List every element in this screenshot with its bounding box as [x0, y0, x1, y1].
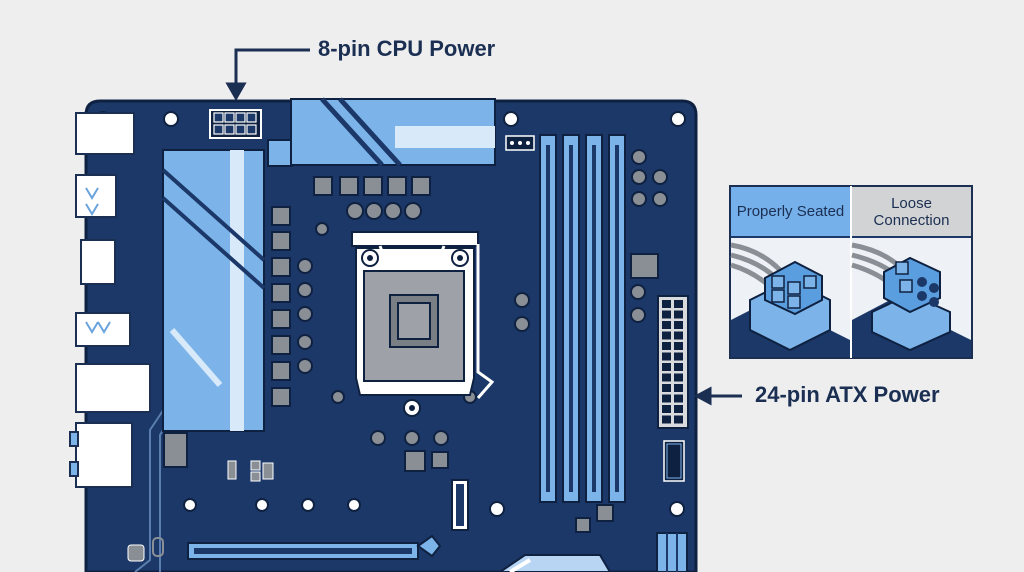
atx-pin [662, 373, 671, 382]
atx-pin [674, 331, 683, 340]
atx-pin [662, 363, 671, 371]
atx-pin [674, 384, 683, 392]
cpu-power-callout-arrow [225, 48, 310, 102]
atx-power-callout-arrow [693, 386, 742, 406]
chipset-heatsink [498, 554, 612, 572]
vrm-heatsink-top [267, 97, 496, 167]
cpu-8pin-connector [209, 109, 262, 139]
atx-pin [674, 415, 683, 424]
atx-pin [662, 300, 671, 308]
atx-pin [674, 342, 683, 350]
small-chips [127, 460, 274, 562]
seated-connector-illustration [730, 242, 831, 352]
ram-slot-4 [608, 134, 626, 503]
loose-connector-illustration [851, 242, 951, 352]
connector-comparison-inset [729, 185, 973, 359]
atx-pin [662, 352, 671, 361]
atx-pin [662, 321, 671, 329]
atx-pin [662, 394, 671, 403]
front-panel-header [663, 440, 685, 482]
ram-slot-1 [539, 134, 557, 503]
atx-pin [674, 352, 683, 361]
fan-header [505, 135, 535, 151]
bottom-right-connector [656, 532, 688, 572]
atx-pin [674, 321, 683, 329]
m2-slot [451, 479, 469, 531]
inset-header-loose-connection: Loose Connection [873, 194, 950, 229]
atx-pin [674, 310, 683, 319]
atx-pin [662, 342, 671, 350]
rear-io-ports [69, 112, 151, 488]
atx-pin [674, 394, 683, 403]
capacitors [163, 149, 668, 533]
atx-pin [674, 405, 683, 413]
vrm-heatsink-left [161, 149, 266, 432]
ram-slot-2 [562, 134, 580, 503]
atx-pin [662, 415, 671, 424]
ram-slot-3 [585, 134, 603, 503]
ram-slots [539, 134, 626, 503]
cpu-socket [351, 231, 495, 417]
atx-pin [674, 300, 683, 308]
cpu-power-label: 8-pin CPU Power [318, 36, 496, 61]
inset-header-properly-seated: Properly Seated [736, 203, 845, 220]
atx-power-label: 24-pin ATX Power [755, 382, 940, 407]
atx-pin [674, 363, 683, 371]
atx-24pin-connector [657, 295, 689, 429]
atx-pin [662, 405, 671, 413]
atx-pin [662, 384, 671, 392]
atx-pin [662, 331, 671, 340]
atx-pin [662, 310, 671, 319]
atx-pin [674, 373, 683, 382]
pcie-slot [187, 534, 442, 560]
